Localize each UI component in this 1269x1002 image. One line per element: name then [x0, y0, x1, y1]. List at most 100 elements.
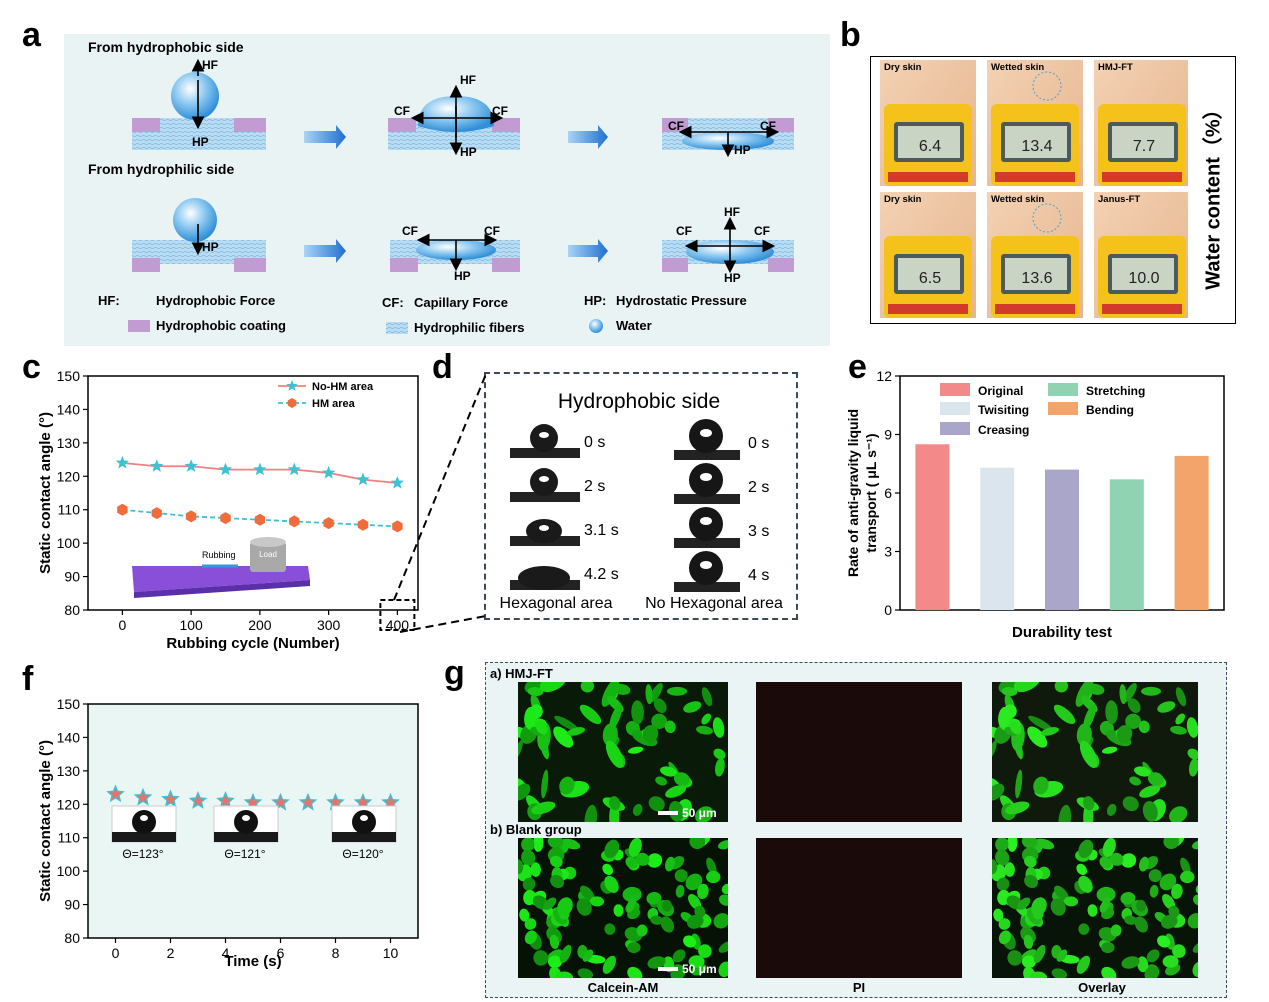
cell: [701, 687, 713, 707]
y-tick-label: 140: [57, 401, 81, 417]
meter-reading: 7.7: [1133, 138, 1155, 155]
cell: [631, 700, 644, 725]
svg-text:CF: CF: [394, 104, 410, 118]
cell: [713, 748, 726, 760]
cell: [1162, 955, 1179, 968]
legend-label: Original: [978, 384, 1023, 398]
svg-text:Hydrophobic Force: Hydrophobic Force: [156, 293, 275, 308]
cell: [1134, 766, 1152, 777]
y-tick-label: 9: [884, 427, 892, 443]
panel-a-schematic: From hydrophobic side From hydrophilic s…: [64, 34, 830, 346]
cell: [992, 783, 1005, 801]
cell: [992, 740, 997, 761]
cell: [650, 915, 664, 925]
droplet-inset: [331, 805, 397, 843]
cell: [647, 956, 666, 969]
cell: [1172, 944, 1186, 958]
cell: [1009, 721, 1022, 735]
cell: [1147, 772, 1164, 786]
data-point-star: [184, 459, 198, 472]
cells-blank-overlay: [992, 838, 1198, 978]
x-tick-label: 200: [248, 617, 272, 633]
y-tick-label: 110: [58, 502, 81, 518]
cell: [665, 785, 687, 798]
cell: [662, 899, 673, 912]
cell: [1078, 923, 1090, 935]
cell: [1129, 776, 1141, 786]
cell: [1121, 853, 1137, 868]
cell: [604, 839, 620, 858]
cell: [601, 682, 620, 707]
cell: [549, 966, 562, 978]
cell: [1017, 897, 1031, 910]
cell: [695, 806, 714, 822]
cell: [697, 883, 709, 900]
x-tick-label: 0: [118, 617, 126, 633]
cell: [660, 766, 678, 777]
cell: [524, 706, 536, 729]
time-label: 2 s: [748, 479, 769, 496]
data-point-hexagon: [323, 517, 334, 530]
data-point-star: [115, 455, 129, 469]
cell: [1021, 838, 1038, 849]
legend-star: [286, 380, 298, 391]
x-axis-label: Rubbing cycle (Number): [166, 635, 339, 652]
cell: [1188, 758, 1198, 777]
legend-swatch: [940, 402, 970, 415]
panel-label-g: g: [444, 654, 465, 692]
cell: [1063, 896, 1079, 907]
cell: [1027, 726, 1048, 748]
y-tick-label: 150: [57, 696, 81, 712]
svg-text:CF: CF: [402, 224, 418, 238]
y-tick-label: 100: [57, 535, 81, 551]
cell: [559, 776, 575, 795]
cell: [1144, 966, 1159, 978]
cell: [1001, 687, 1018, 697]
cell: [1054, 885, 1069, 902]
svg-text:HP: HP: [460, 145, 477, 159]
cell: [648, 796, 665, 812]
droplet-left: [510, 566, 580, 590]
time-label: 4.2 s: [584, 566, 619, 583]
y-axis-label: Static contact angle (°): [37, 412, 54, 574]
cell: [1013, 682, 1041, 693]
cell: [1078, 839, 1094, 858]
cell: [1169, 806, 1188, 822]
zoom-lines: [393, 373, 487, 633]
cell: [1186, 717, 1198, 738]
cell: [541, 769, 549, 799]
data-point-star: [216, 791, 235, 809]
cell: [1106, 803, 1117, 816]
data-point-hexagon: [151, 507, 162, 520]
data-point-star: [133, 787, 153, 806]
cells-hmj-calcein: [518, 682, 728, 822]
cell: [1102, 838, 1116, 858]
cell: [602, 863, 614, 876]
droplet-left: [510, 424, 580, 458]
cell: [527, 687, 544, 697]
y-tick-label: 130: [57, 763, 81, 779]
cell: [1134, 916, 1149, 933]
hexagonal-area-label: Hexagonal area: [500, 595, 613, 612]
y-tick-label: 90: [64, 897, 80, 913]
cell: [1022, 955, 1036, 969]
cell: [576, 898, 592, 916]
cell: [1180, 857, 1191, 875]
cell: [1053, 704, 1076, 725]
coating-swatch: [128, 320, 150, 332]
cell: [1033, 776, 1049, 795]
legend-swatch: [940, 422, 970, 435]
rubbing-label: Rubbing: [202, 550, 236, 560]
panel-g-row1-label: a) HMJ-FT: [490, 666, 553, 681]
cell: [696, 725, 713, 735]
data-point-star: [287, 462, 301, 476]
cell: [1051, 968, 1068, 978]
cell: [687, 914, 704, 929]
cell: [521, 838, 535, 852]
cell: [1024, 874, 1039, 889]
cell: [539, 682, 567, 693]
row2-stage2: CF CF HP: [390, 224, 520, 283]
data-point-star: [253, 462, 267, 476]
cell: [675, 884, 685, 898]
